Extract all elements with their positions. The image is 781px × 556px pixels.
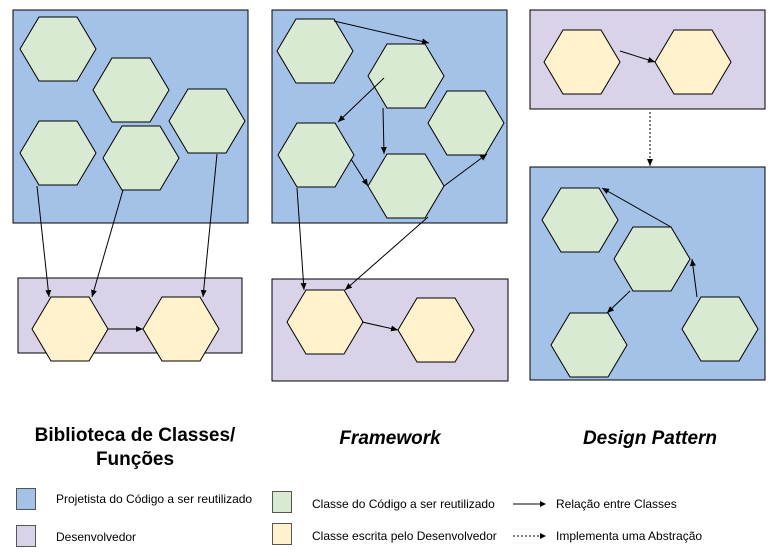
relation-arrow-15 [606, 290, 631, 314]
legend-swatch-yellow [272, 523, 292, 545]
relation-arrow-7 [350, 158, 369, 187]
legend-arrow-solid-icon [513, 501, 546, 507]
reused-class-hexagon-l2 [92, 57, 170, 123]
legend-arrow-dotted-icon [513, 533, 546, 539]
title-library-line1: Biblioteca de Classes/ [34, 425, 236, 446]
relation-arrow-14 [601, 187, 672, 228]
reused-class-hexagon-l5 [102, 125, 180, 191]
diagram-canvas [12, 9, 766, 382]
reused-class-hexagon-f2 [367, 43, 445, 109]
legend-swatch-green [272, 491, 292, 513]
relation-arrow-4 [333, 20, 430, 45]
relation-arrow-8 [443, 153, 488, 187]
reused-class-hexagon-f4 [277, 122, 355, 188]
legend-label-green: Classe do Código a ser reutilizado [312, 497, 495, 511]
title-framework: Framework [339, 428, 441, 449]
legend-label-yellow: Classe escrita pelo Desenvolvedor [312, 529, 497, 543]
reused-class-hexagon-d3 [550, 312, 628, 378]
legend-swatch-blue [16, 488, 36, 510]
reused-class-hexagon-l1 [19, 16, 97, 82]
reused-class-hexagon-d4 [681, 296, 759, 362]
developer-class-hexagon-p1 [543, 29, 621, 95]
reused-class-hexagon-l4 [19, 120, 97, 186]
reused-class-hexagon-d1 [541, 187, 619, 253]
reused-class-hexagon-f3 [427, 90, 505, 156]
developer-class-hexagon-l7 [142, 296, 220, 362]
relation-arrow-5 [337, 77, 385, 123]
title-library-line2: Funções [95, 449, 175, 470]
legend-label-relation: Relação entre Classes [556, 497, 677, 511]
relation-arrow-9 [296, 187, 307, 291]
developer-class-hexagon-p2 [654, 29, 732, 95]
title-design-pattern: Design Pattern [582, 428, 718, 449]
relation-arrow-12 [619, 50, 656, 63]
title-library: Biblioteca de Classes/ Funções [20, 424, 250, 472]
reused-class-hexagon-l3 [168, 88, 246, 154]
legend-label-abstraction: Implementa uma Abstração [556, 529, 703, 543]
relation-arrow-1 [91, 189, 124, 298]
relation-arrow-2 [200, 153, 218, 298]
reused-class-hexagon-f1 [276, 18, 354, 84]
relation-arrow-11 [361, 321, 399, 332]
relation-arrow-0 [36, 185, 52, 298]
developer-class-hexagon-f7 [397, 297, 475, 363]
relation-arrow-10 [344, 216, 429, 291]
legend-label-blue: Projetista do Código a ser reutilizado [56, 492, 253, 506]
relation-arrow-6 [380, 107, 387, 155]
legend-swatch-purple [16, 525, 36, 547]
relation-arrow-16 [689, 258, 698, 298]
legend-label-purple: Desenvolvedor [56, 530, 137, 544]
